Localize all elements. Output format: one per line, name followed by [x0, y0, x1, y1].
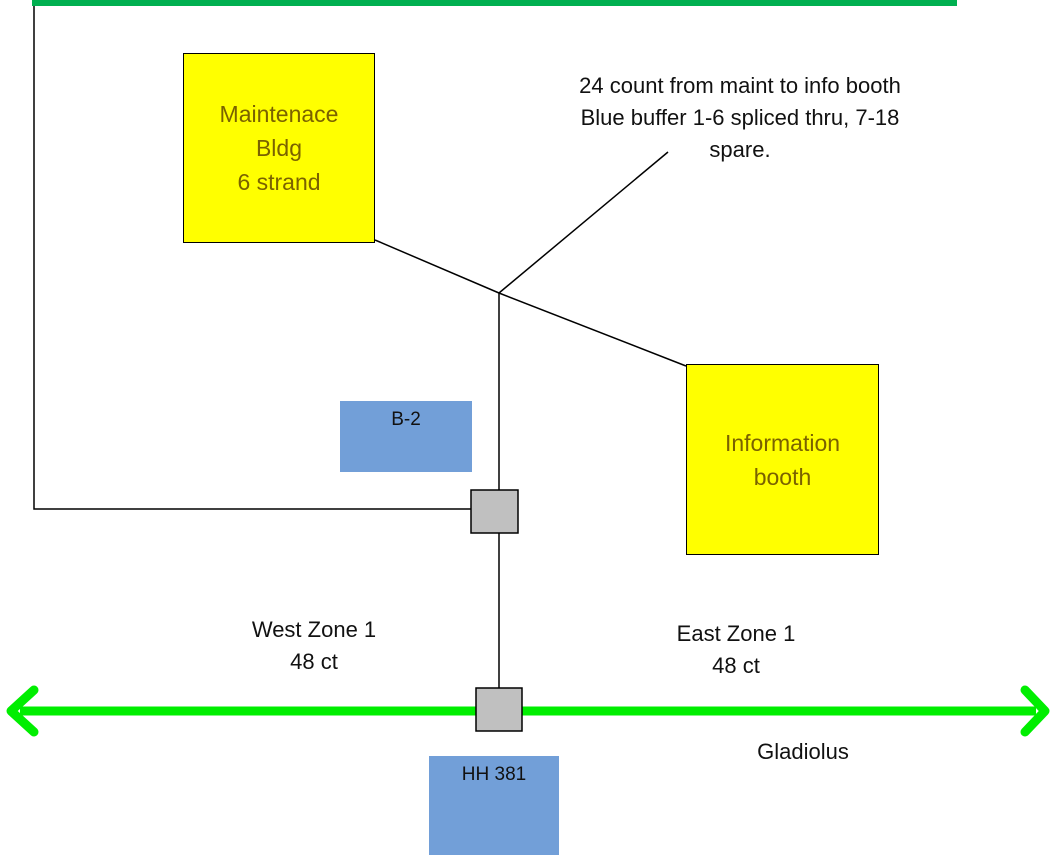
maintenance-building-line1: Maintenace [219, 101, 339, 127]
information-booth: Information booth [686, 364, 879, 555]
east-zone-line1: East Zone 1 [676, 621, 796, 646]
hh381-label: HH 381 [461, 764, 527, 785]
cable-maint-to-junction [374, 239, 500, 294]
east-zone-line2: 48 ct [712, 653, 760, 678]
maintenance-building-line3: 6 strand [237, 169, 321, 195]
hh381-label-box: HH 381 [429, 756, 559, 855]
cable-note-line3: spare. [709, 137, 771, 162]
arrowhead-east [1020, 685, 1050, 737]
maintenance-building: Maintenace Bldg 6 strand [183, 53, 375, 243]
street-name: Gladiolus [757, 739, 849, 764]
splice-enclosure-handhole [475, 687, 523, 732]
cable-note-line2: Blue buffer 1-6 spliced thru, 7-18 [580, 105, 900, 130]
feeder-cable-left [33, 6, 471, 510]
splice-enclosure-upper [470, 489, 519, 534]
information-booth-line2: booth [753, 463, 812, 490]
west-zone-line1: West Zone 1 [251, 617, 377, 642]
cable-junction-to-info [498, 292, 687, 367]
west-zone-label: West Zone 1 48 ct [214, 614, 414, 678]
west-zone-line2: 48 ct [290, 649, 338, 674]
cable-note-line1: 24 count from maint to info booth [579, 73, 901, 98]
b2-label: B-2 [391, 409, 421, 430]
east-zone-label: East Zone 1 48 ct [636, 618, 836, 682]
maintenance-building-line2: Bldg [255, 135, 303, 161]
b2-label-box: B-2 [340, 401, 472, 472]
information-booth-line1: Information [724, 429, 841, 456]
arrowhead-west [6, 685, 39, 737]
street-label: Gladiolus [708, 736, 898, 768]
cable-note: 24 count from maint to info booth Blue b… [510, 70, 970, 166]
callout-leader-line [498, 151, 669, 294]
